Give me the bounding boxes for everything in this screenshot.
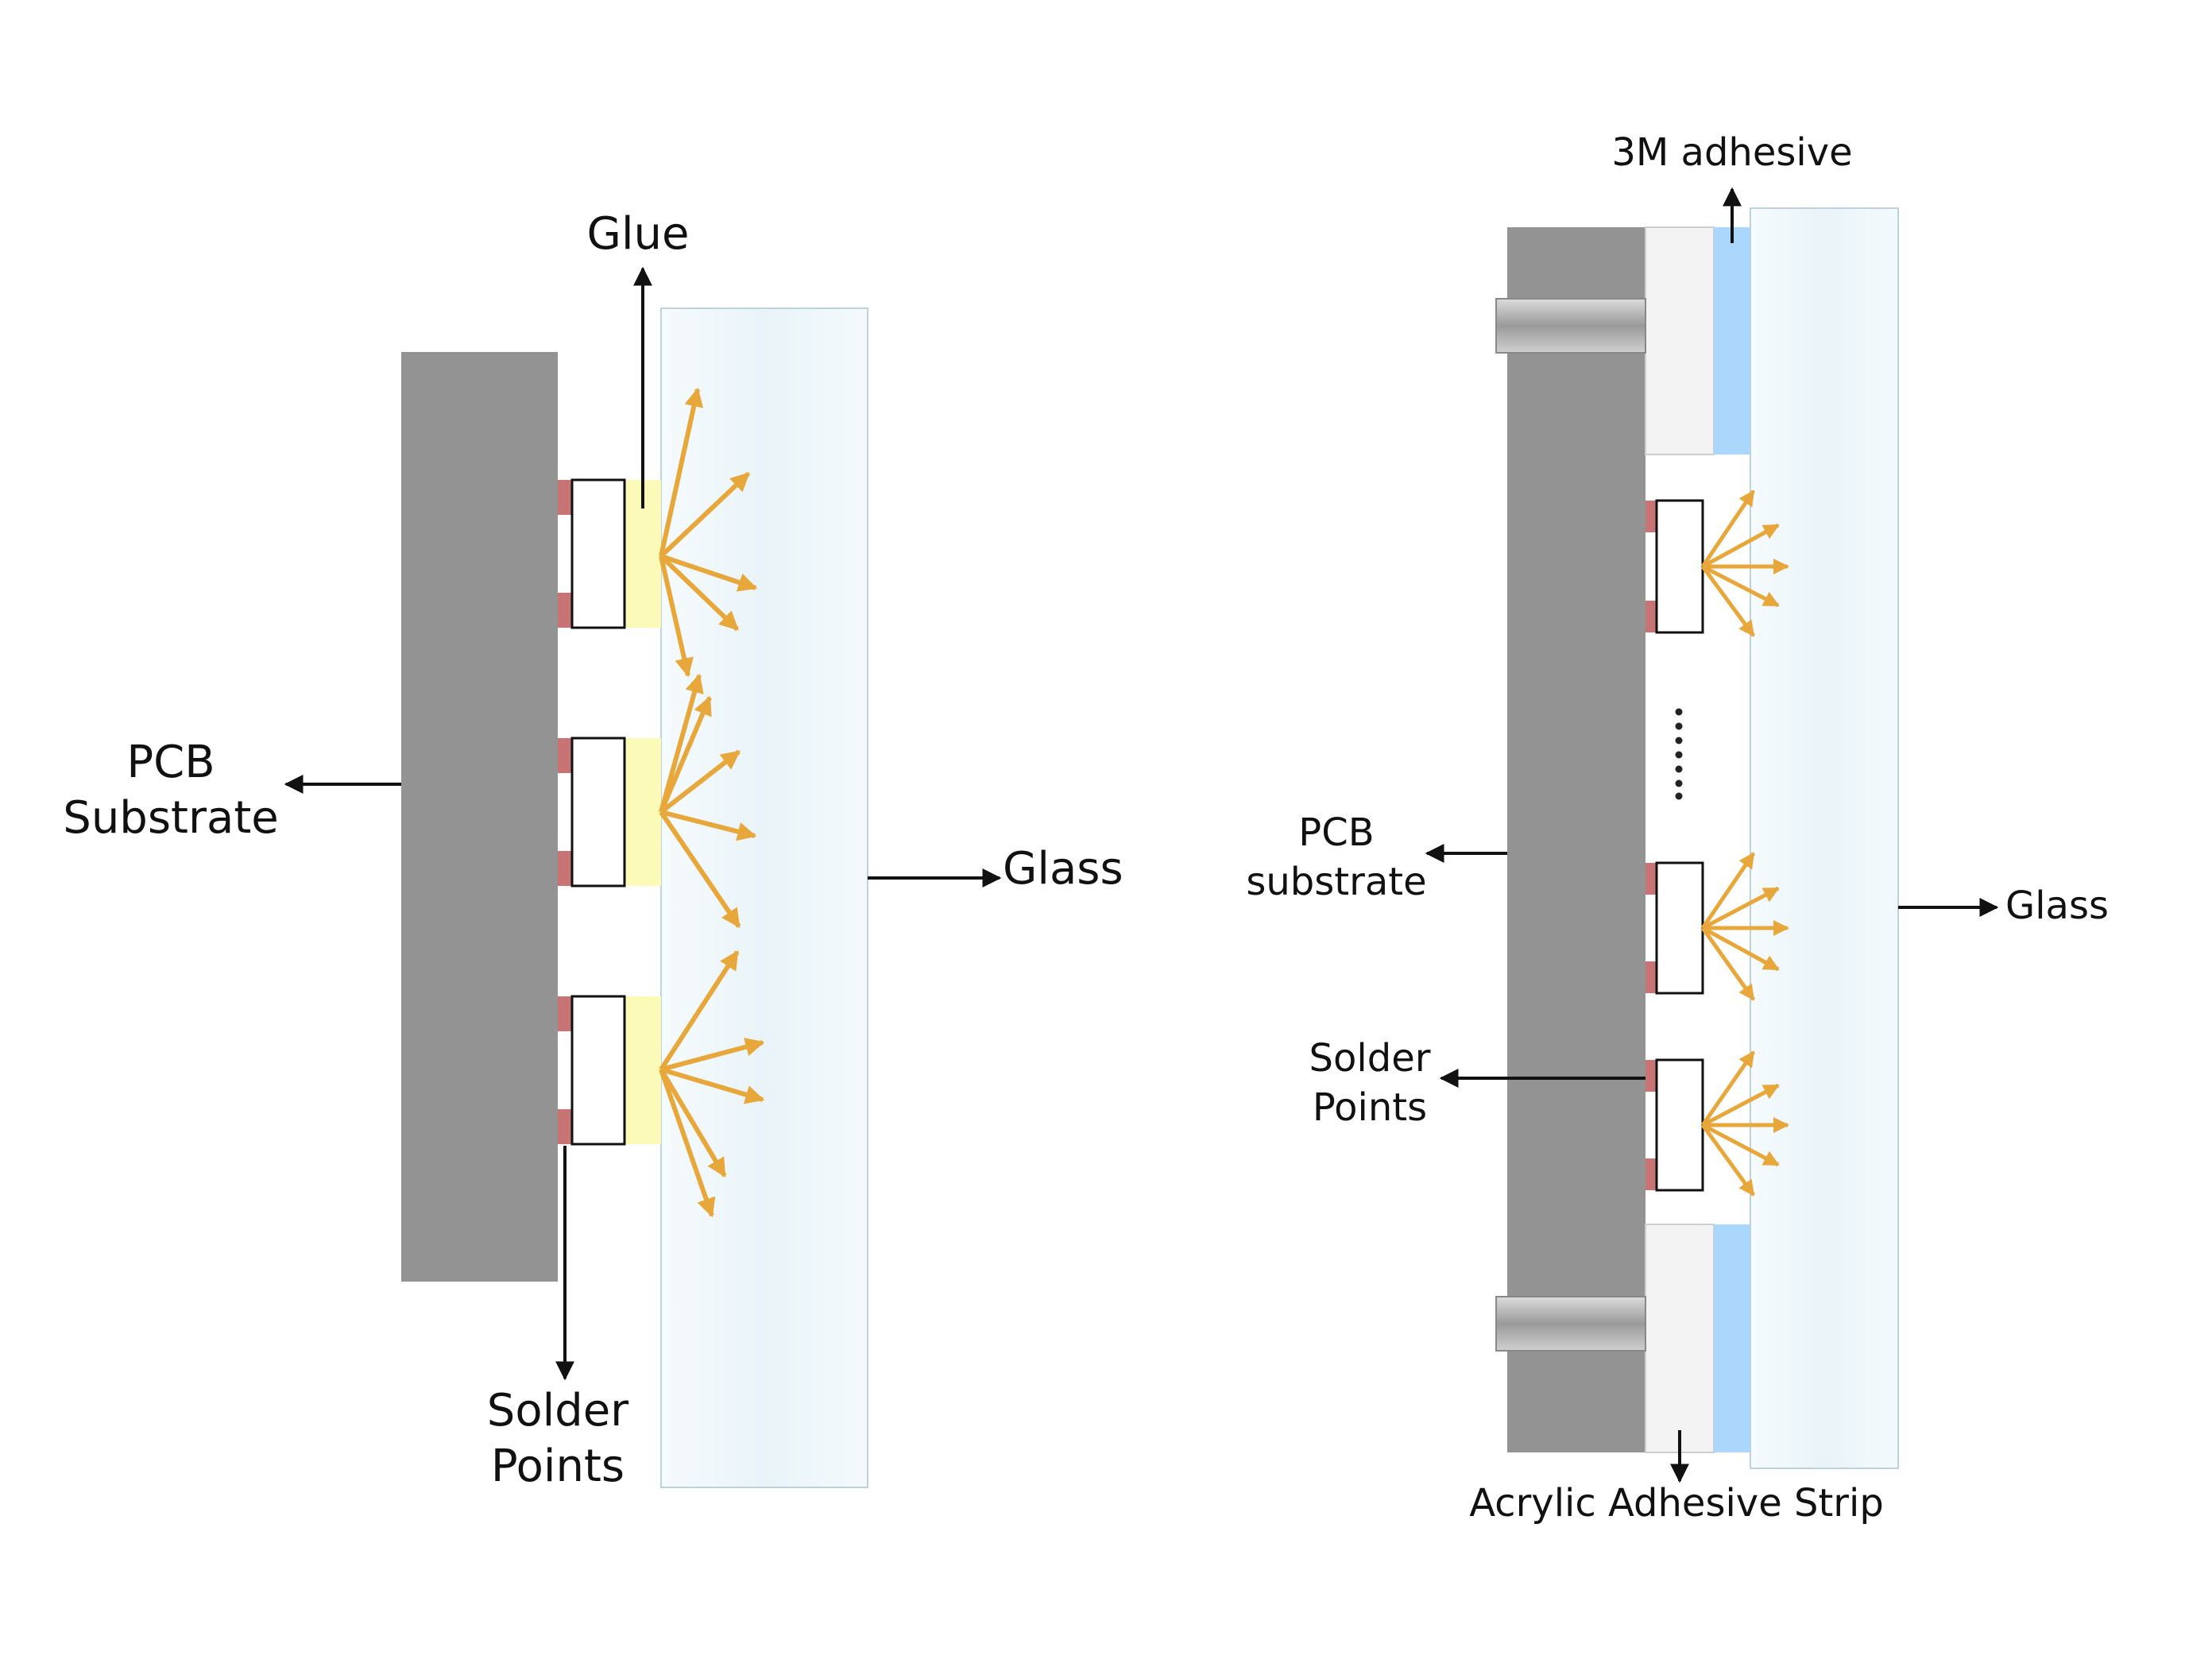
light-ray-icon bbox=[660, 1067, 765, 1104]
acrylic-adhesive-strip-bottom bbox=[1645, 1224, 1715, 1453]
right-led-unit bbox=[1645, 861, 1704, 995]
glue-layer bbox=[625, 996, 661, 1144]
led-chip bbox=[570, 737, 626, 888]
screw-bottom bbox=[1495, 1296, 1646, 1352]
led-chip bbox=[570, 995, 626, 1146]
right-light-rays bbox=[1700, 489, 1789, 1197]
light-ray-icon bbox=[660, 554, 758, 592]
solder-point bbox=[1645, 601, 1657, 632]
right-led-unit bbox=[1645, 499, 1704, 634]
led-chip bbox=[1655, 499, 1704, 634]
light-ray-icon bbox=[659, 695, 712, 814]
led-chip bbox=[1655, 861, 1704, 995]
light-ray-icon bbox=[659, 949, 740, 1071]
right-led-unit bbox=[1645, 1058, 1704, 1192]
solder-point bbox=[558, 996, 572, 1031]
led-chip bbox=[570, 478, 626, 629]
left-glass-panel bbox=[660, 307, 868, 1488]
pcb-substrate-label-line1: PCB bbox=[126, 737, 215, 788]
led-chip bbox=[1655, 1058, 1704, 1192]
screw-top bbox=[1495, 298, 1646, 354]
light-ray-icon bbox=[659, 673, 704, 813]
right-pcb-substrate bbox=[1507, 227, 1645, 1452]
light-ray-icon bbox=[659, 554, 740, 632]
solder-points-label-line2: Points bbox=[491, 1441, 625, 1492]
right-solder-label-line2: Points bbox=[1313, 1085, 1427, 1130]
light-ray-icon bbox=[1701, 564, 1780, 608]
left-pcb-substrate bbox=[401, 352, 558, 1282]
glue-layer bbox=[625, 738, 661, 886]
left-light-rays bbox=[659, 387, 765, 1218]
light-ray-icon bbox=[659, 471, 751, 559]
solder-point bbox=[558, 738, 572, 773]
right-glass-panel bbox=[1750, 207, 1899, 1469]
solder-point bbox=[558, 851, 572, 886]
solder-point bbox=[1645, 1060, 1657, 1092]
glue-label: Glue bbox=[587, 208, 690, 260]
acrylic-adhesive-strip-label: Acrylic Adhesive Strip bbox=[1469, 1481, 1884, 1526]
3m-adhesive-tape-top bbox=[1714, 227, 1750, 454]
3m-adhesive-label: 3M adhesive bbox=[1611, 130, 1852, 175]
light-ray-icon bbox=[1700, 926, 1756, 1001]
light-ray-icon bbox=[1700, 565, 1756, 637]
light-ray-icon bbox=[1700, 1123, 1756, 1197]
pcb-substrate-label-line2: Substrate bbox=[63, 792, 278, 844]
light-ray-icon bbox=[1701, 886, 1780, 930]
light-ray-icon bbox=[659, 749, 741, 814]
left-led-unit bbox=[558, 478, 661, 629]
right-diagram: 3M adhesive PCB substrate Glass Solder P… bbox=[1246, 130, 2109, 1526]
solder-point bbox=[558, 593, 572, 628]
light-ray-icon bbox=[660, 1037, 765, 1072]
light-ray-icon bbox=[1700, 489, 1756, 568]
vertical-ellipsis-icon bbox=[1675, 708, 1683, 800]
solder-point bbox=[1645, 961, 1657, 993]
light-ray-icon bbox=[1700, 852, 1756, 930]
light-ray-icon bbox=[659, 1068, 727, 1178]
3m-adhesive-tape-bottom bbox=[1714, 1224, 1750, 1452]
light-ray-icon bbox=[1700, 1050, 1756, 1127]
light-ray-icon bbox=[660, 810, 757, 841]
solder-point bbox=[1645, 1158, 1657, 1190]
right-solder-label-line1: Solder bbox=[1309, 1036, 1431, 1081]
solder-points-label-line1: Solder bbox=[487, 1385, 629, 1437]
right-pcb-label-line1: PCB bbox=[1298, 810, 1374, 855]
right-pcb-label-line2: substrate bbox=[1246, 860, 1426, 904]
light-ray-icon bbox=[1701, 926, 1780, 972]
light-ray-icon bbox=[659, 810, 741, 928]
left-led-unit bbox=[558, 737, 661, 888]
light-ray-icon bbox=[659, 1069, 716, 1218]
solder-point bbox=[1645, 501, 1657, 532]
left-led-unit bbox=[558, 995, 661, 1146]
glass-label: Glass bbox=[1003, 843, 1123, 895]
light-ray-icon bbox=[1701, 1083, 1780, 1127]
right-glass-label: Glass bbox=[2005, 884, 2109, 928]
light-ray-icon bbox=[659, 555, 694, 678]
solder-point bbox=[1645, 863, 1657, 895]
light-ray-icon bbox=[1701, 523, 1780, 569]
left-diagram: Glue PCB Substrate Glass Solder Points bbox=[63, 208, 1123, 1492]
solder-point bbox=[558, 1109, 572, 1144]
acrylic-adhesive-strip-top bbox=[1645, 226, 1715, 455]
light-ray-icon bbox=[1701, 1123, 1780, 1167]
solder-point bbox=[558, 480, 572, 515]
light-ray-icon bbox=[659, 387, 704, 557]
